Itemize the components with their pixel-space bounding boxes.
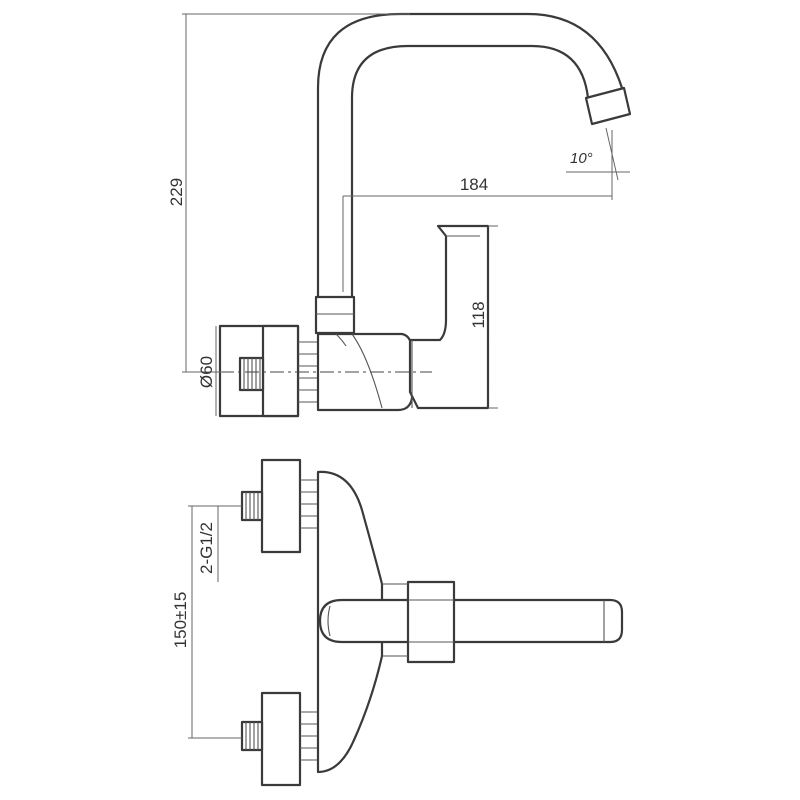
dimension-centers-label: 150±15	[171, 592, 190, 649]
dimension-reach-label: 184	[460, 175, 488, 194]
dimension-angle: 10°	[566, 127, 630, 181]
escutcheon-slats	[298, 341, 318, 403]
lever-handle	[408, 224, 490, 410]
spout-aerator	[584, 86, 632, 126]
dimension-handle: 118	[469, 225, 498, 409]
dimension-angle-label: 10°	[570, 150, 593, 167]
dimension-flange-label: Ø60	[197, 356, 216, 388]
flange-ring	[261, 324, 300, 418]
lower-inlet	[240, 691, 318, 787]
lower-thread	[240, 720, 264, 752]
upper-inlet	[240, 458, 318, 554]
upper-flange	[260, 458, 302, 554]
upper-thread	[240, 490, 264, 522]
dimension-thread: 2-G1/2	[197, 505, 242, 582]
front-spout	[318, 598, 624, 644]
side-view: 229 184 10° 118 Ø60	[167, 12, 632, 418]
dimension-centers: 150±15	[171, 505, 242, 739]
dimension-reach: 184	[342, 130, 613, 292]
dimension-handle-label: 118	[469, 301, 488, 328]
dimension-thread-label: 2-G1/2	[197, 522, 216, 574]
lower-flange	[260, 691, 302, 787]
dimension-height: 229	[167, 13, 410, 373]
front-lever	[406, 580, 456, 664]
dimension-height-label: 229	[167, 178, 186, 206]
swivel-collar	[314, 295, 356, 335]
dimension-flange: Ø60	[197, 326, 217, 416]
front-view: 2-G1/2 150±15	[171, 458, 624, 787]
